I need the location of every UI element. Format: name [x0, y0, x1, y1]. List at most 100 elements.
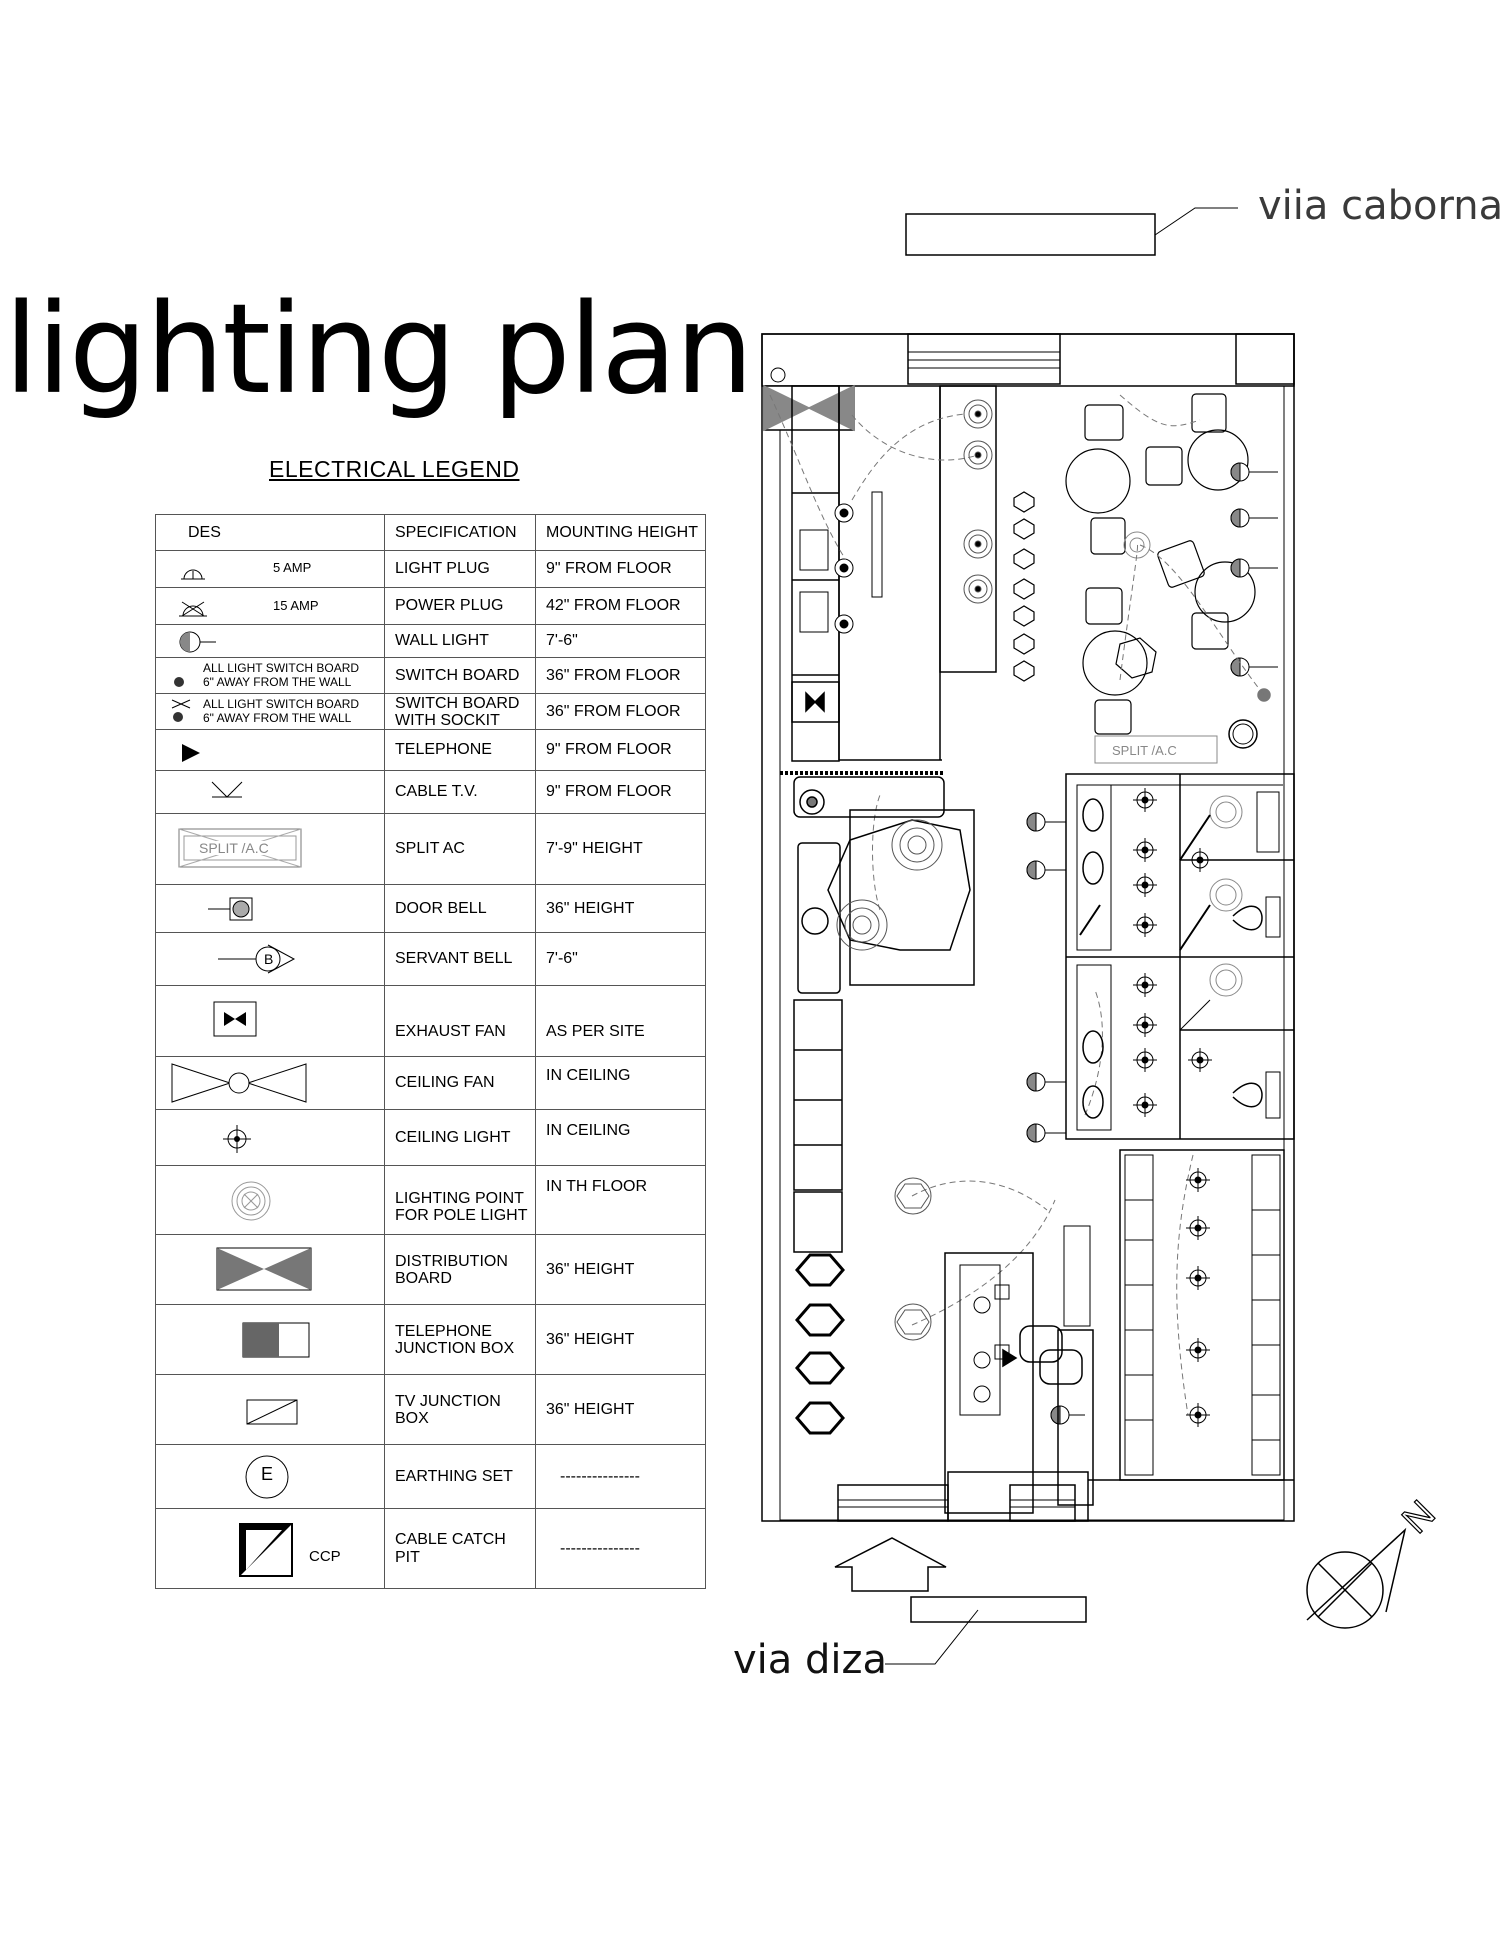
legend-height: IN TH FLOOR [535, 1165, 706, 1235]
exhaust-fan-icon [213, 1001, 257, 1037]
legend-height: 42" FROM FLOOR [535, 587, 706, 625]
legend-spec: LIGHTING POINT FOR POLE LIGHT [384, 1165, 536, 1235]
legend-spec: CEILING FAN [384, 1056, 536, 1110]
legend-des-label: 15 AMP [273, 598, 319, 613]
top-street-board [905, 213, 1156, 256]
split-ac-label: SPLIT /A.C [1112, 743, 1177, 758]
legend-spec: EXHAUST FAN [384, 985, 536, 1057]
switch-board-icon [174, 677, 184, 687]
telephone-junction-icon [242, 1322, 310, 1358]
legend-row: EXHAUST FAN AS PER SITE [155, 985, 706, 1057]
top-street-leader [1154, 207, 1238, 236]
legend-spec: TELEPHONE [384, 729, 536, 771]
legend-spec: SWITCH BOARD WITH SOCKIT [384, 693, 536, 730]
light-plug-icon [181, 569, 205, 580]
lounge-sofa-top [793, 776, 945, 818]
legend-des-label: SPLIT /A.C [196, 841, 272, 855]
street-label-top: viia caborna [1258, 183, 1500, 229]
cable-tv-icon [211, 781, 243, 798]
switch-socket-icon [171, 699, 191, 722]
legend-row: TELEPHONE JUNCTION BOX 36" HEIGHT [155, 1304, 706, 1375]
tv-junction-icon [246, 1399, 298, 1425]
legend-spec: SPLIT AC [384, 813, 536, 885]
top-right-column [1235, 333, 1295, 385]
sofa [797, 842, 841, 994]
legend-height: 7'-9" HEIGHT [535, 813, 706, 885]
legend-row: TV JUNCTION BOX 36" HEIGHT [155, 1374, 706, 1445]
column-header-des: DES [155, 514, 385, 551]
toilet [1232, 905, 1263, 931]
street-label-bottom: via diza [733, 1637, 888, 1683]
bottom-street-leader [885, 1609, 979, 1665]
power-plug-icon [179, 601, 207, 617]
legend-des-label: B [264, 951, 274, 967]
legend-spec: CABLE CATCH PIT [384, 1508, 536, 1589]
legend-row: WALL LIGHT 7'-6" [155, 624, 706, 658]
page-title: lighting plan [4, 278, 754, 422]
electrical-legend-table: DES SPECIFICATION MOUNTING HEIGHT 5 AMP … [155, 514, 706, 1589]
legend-row: DISTRIBUTION BOARD 36" HEIGHT [155, 1234, 706, 1305]
stove [799, 591, 829, 633]
legend-row: CCP CABLE CATCH PIT --------------- [155, 1508, 706, 1589]
entrance-door-left [837, 1484, 949, 1522]
earthing-icon [245, 1455, 289, 1499]
legend-des-label: ALL LIGHT SWITCH BOARD 6" AWAY FROM THE … [203, 697, 360, 725]
legend-row: TELEPHONE 9" FROM FLOOR [155, 729, 706, 771]
legend-spec: POWER PLUG [384, 587, 536, 625]
legend-height: 36" HEIGHT [535, 1304, 706, 1375]
bottom-street-board [910, 1596, 1087, 1623]
legend-spec: TV JUNCTION BOX [384, 1374, 536, 1445]
legend-spec: DISTRIBUTION BOARD [384, 1234, 536, 1305]
left-bench [793, 999, 843, 1191]
kitchen-counter [791, 385, 840, 762]
top-window [907, 333, 1061, 385]
legend-height: --------------- [535, 1508, 706, 1589]
telephone-icon [182, 744, 200, 762]
bar-counter [939, 385, 997, 673]
split-ac-unit [1094, 735, 1218, 764]
reception-chair [1019, 1325, 1063, 1363]
legend-height: 7'-6" [535, 932, 706, 986]
legend-spec: LIGHT PLUG [384, 550, 536, 588]
legend-height: 36" FROM FLOOR [535, 657, 706, 694]
legend-height: 36" HEIGHT [535, 1374, 706, 1445]
legend-row: 5 AMP LIGHT PLUG 9" FROM FLOOR [155, 550, 706, 588]
legend-row: CEILING FAN IN CEILING [155, 1056, 706, 1110]
pole-light-icon [231, 1181, 271, 1221]
legend-spec: CABLE T.V. [384, 770, 536, 814]
legend-height: IN CEILING [535, 1056, 706, 1110]
legend-header-row: DES SPECIFICATION MOUNTING HEIGHT [155, 514, 706, 551]
cable-catch-pit-icon [239, 1523, 293, 1577]
north-label: N [1395, 1493, 1444, 1542]
legend-height: 36" HEIGHT [535, 884, 706, 933]
servant-bell-icon [218, 944, 296, 974]
entrance-arrow-icon [834, 1537, 947, 1592]
legend-row: CEILING LIGHT IN CEILING [155, 1109, 706, 1166]
legend-height: --------------- [535, 1444, 706, 1509]
legend-height: 36" HEIGHT [535, 1234, 706, 1305]
rug [849, 809, 975, 986]
reception-desk [944, 1252, 1034, 1514]
legend-row: LIGHTING POINT FOR POLE LIGHT IN TH FLOO… [155, 1165, 706, 1235]
legend-height: 9" FROM FLOOR [535, 729, 706, 771]
legend-des-label: CCP [309, 1548, 341, 1565]
legend-des-label: 5 AMP [273, 560, 312, 575]
door-bell-icon [208, 897, 253, 921]
legend-heading: ELECTRICAL LEGEND [269, 456, 520, 482]
legend-row: 15 AMP POWER PLUG 42" FROM FLOOR [155, 587, 706, 625]
legend-spec: CEILING LIGHT [384, 1109, 536, 1166]
legend-des-label: E [261, 1464, 274, 1484]
legend-spec: DOOR BELL [384, 884, 536, 933]
legend-height: 36" FROM FLOOR [535, 693, 706, 730]
legend-row: DOOR BELL 36" HEIGHT [155, 884, 706, 933]
legend-spec: WALL LIGHT [384, 624, 536, 658]
legend-height: 9" FROM FLOOR [535, 550, 706, 588]
distribution-board-icon [216, 1247, 312, 1291]
legend-height: AS PER SITE [535, 985, 706, 1057]
legend-row: ALL LIGHT SWITCH BOARD 6" AWAY FROM THE … [155, 657, 706, 694]
north-compass-icon [1306, 1527, 1407, 1629]
ceiling-fan-icon [171, 1063, 307, 1103]
legend-des-label: ALL LIGHT SWITCH BOARD 6" AWAY FROM THE … [203, 661, 360, 689]
sink [799, 529, 829, 571]
